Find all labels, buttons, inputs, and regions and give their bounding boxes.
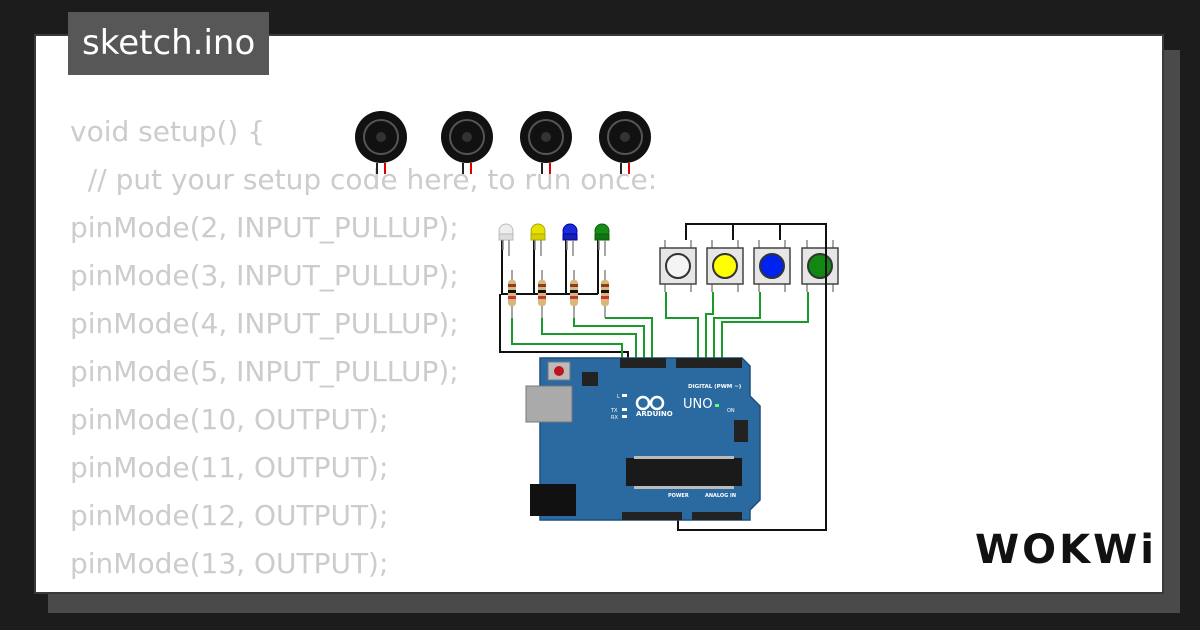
led-white — [498, 223, 514, 256]
buzzer — [599, 111, 651, 174]
resistor — [601, 270, 609, 318]
resistor — [570, 270, 578, 318]
pushbutton-blue[interactable] — [753, 240, 791, 292]
code-line: // put your setup code here, to run once… — [70, 163, 658, 196]
model-label: UNO — [683, 397, 712, 412]
tx-label: TX — [610, 408, 618, 414]
rx-label: RX — [611, 415, 618, 421]
analog-header-label: ANALOG IN — [705, 493, 736, 499]
button-ground-wire — [677, 223, 827, 531]
arduino-logo-icon — [635, 395, 665, 411]
buzzer — [355, 111, 407, 174]
buzzer — [520, 111, 572, 174]
wokwi-logo: WOKWi — [975, 527, 1157, 573]
pushbutton-green[interactable] — [801, 240, 839, 292]
code-line: pinMode(13, OUTPUT); — [70, 547, 389, 580]
code-line: pinMode(2, INPUT_PULLUP); — [70, 211, 459, 244]
digital-header-label: DIGITAL (PWM ~) — [688, 384, 742, 390]
led-signal-wires — [511, 317, 653, 368]
preview-card: void setup() { // put your setup code he… — [34, 34, 1164, 594]
code-line: pinMode(3, INPUT_PULLUP); — [70, 259, 459, 292]
on-led-label: ON — [727, 408, 735, 414]
resistor — [538, 270, 546, 318]
code-line: pinMode(11, OUTPUT); — [70, 451, 389, 484]
resistor — [508, 270, 516, 318]
code-line: pinMode(4, INPUT_PULLUP); — [70, 307, 459, 340]
led-green — [594, 223, 610, 256]
file-tab[interactable]: sketch.ino — [68, 12, 270, 75]
code-line: pinMode(12, OUTPUT); — [70, 499, 389, 532]
arduino-uno-board: DIGITAL (PWM ~) ARDUINO UNO ON TX RX L P… — [525, 357, 761, 521]
code-preview: void setup() { // put your setup code he… — [70, 108, 657, 588]
code-line: pinMode(10, OUTPUT); — [70, 403, 389, 436]
buzzer — [441, 111, 493, 174]
led-yellow — [530, 223, 546, 256]
pushbutton-yellow[interactable] — [706, 240, 744, 292]
code-line: pinMode(5, INPUT_PULLUP); — [70, 355, 459, 388]
power-header-label: POWER — [668, 493, 689, 499]
pushbutton-white[interactable] — [659, 240, 697, 292]
led-blue — [562, 223, 578, 256]
button-signal-wires — [665, 292, 809, 368]
l-led-label: L — [617, 394, 620, 400]
brand-label: ARDUINO — [636, 410, 673, 418]
code-line: void setup() { — [70, 115, 266, 148]
